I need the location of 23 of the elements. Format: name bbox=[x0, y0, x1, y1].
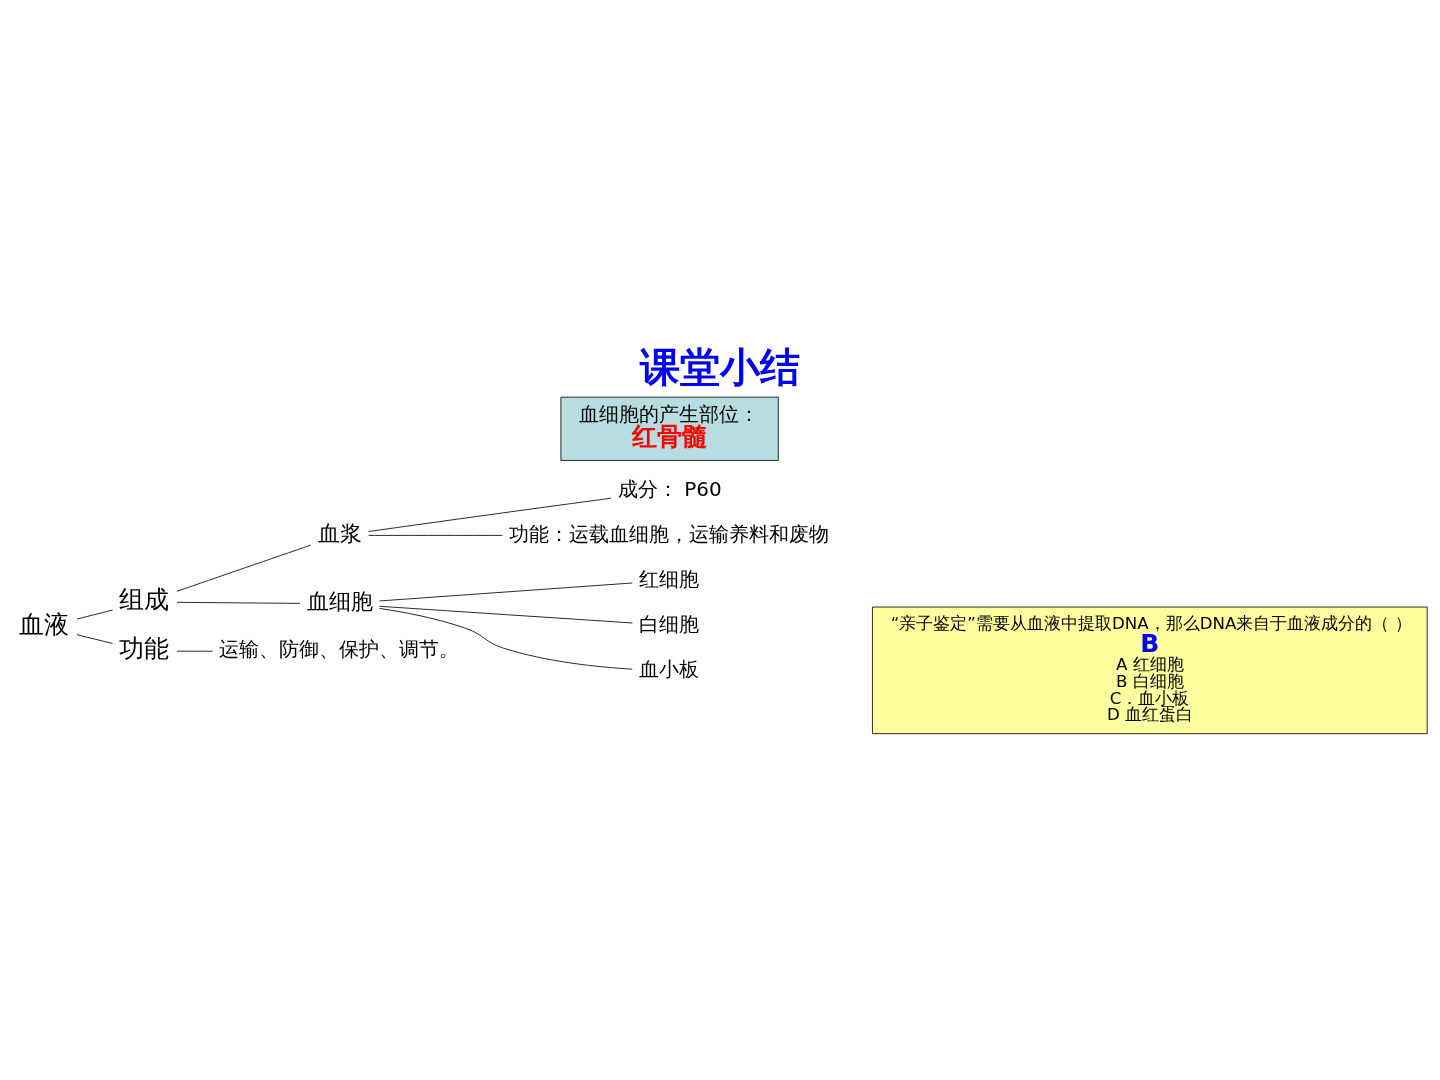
node-text: 白细胞 bbox=[639, 611, 700, 636]
node-text: 功能：运载血细胞，运输养料和废物 bbox=[509, 521, 830, 546]
connector bbox=[379, 582, 633, 602]
node-text: 血液 bbox=[19, 610, 70, 640]
node-text: 红细胞 bbox=[639, 566, 700, 591]
node-text: 血小板 bbox=[639, 656, 700, 681]
connector bbox=[368, 535, 503, 536]
connector bbox=[379, 607, 633, 670]
node-text: 血浆 bbox=[317, 520, 362, 546]
node-text: 组成 bbox=[119, 585, 170, 615]
connector bbox=[176, 601, 301, 604]
node-text: 功能 bbox=[119, 634, 170, 664]
node-box: 血细胞的产生部位： 红骨髓 bbox=[560, 396, 779, 461]
connector bbox=[176, 544, 312, 592]
node-text: 血细胞 bbox=[306, 588, 373, 614]
connector bbox=[379, 605, 633, 624]
diagram-title: 课堂小结 bbox=[639, 343, 800, 390]
node-text: 成分： P60 bbox=[617, 476, 722, 501]
node-box: “亲子鉴定”需要从血液中提取DNA，那么DNA来自于血液成分的（ ） B A 红细胞 B 白细胞 C．血小板 D 血红蛋白 bbox=[872, 606, 1428, 735]
node-text: 运输、防御、保护、调节。 bbox=[219, 637, 460, 662]
connector bbox=[76, 634, 113, 644]
connector bbox=[368, 497, 612, 532]
connector bbox=[76, 609, 113, 620]
